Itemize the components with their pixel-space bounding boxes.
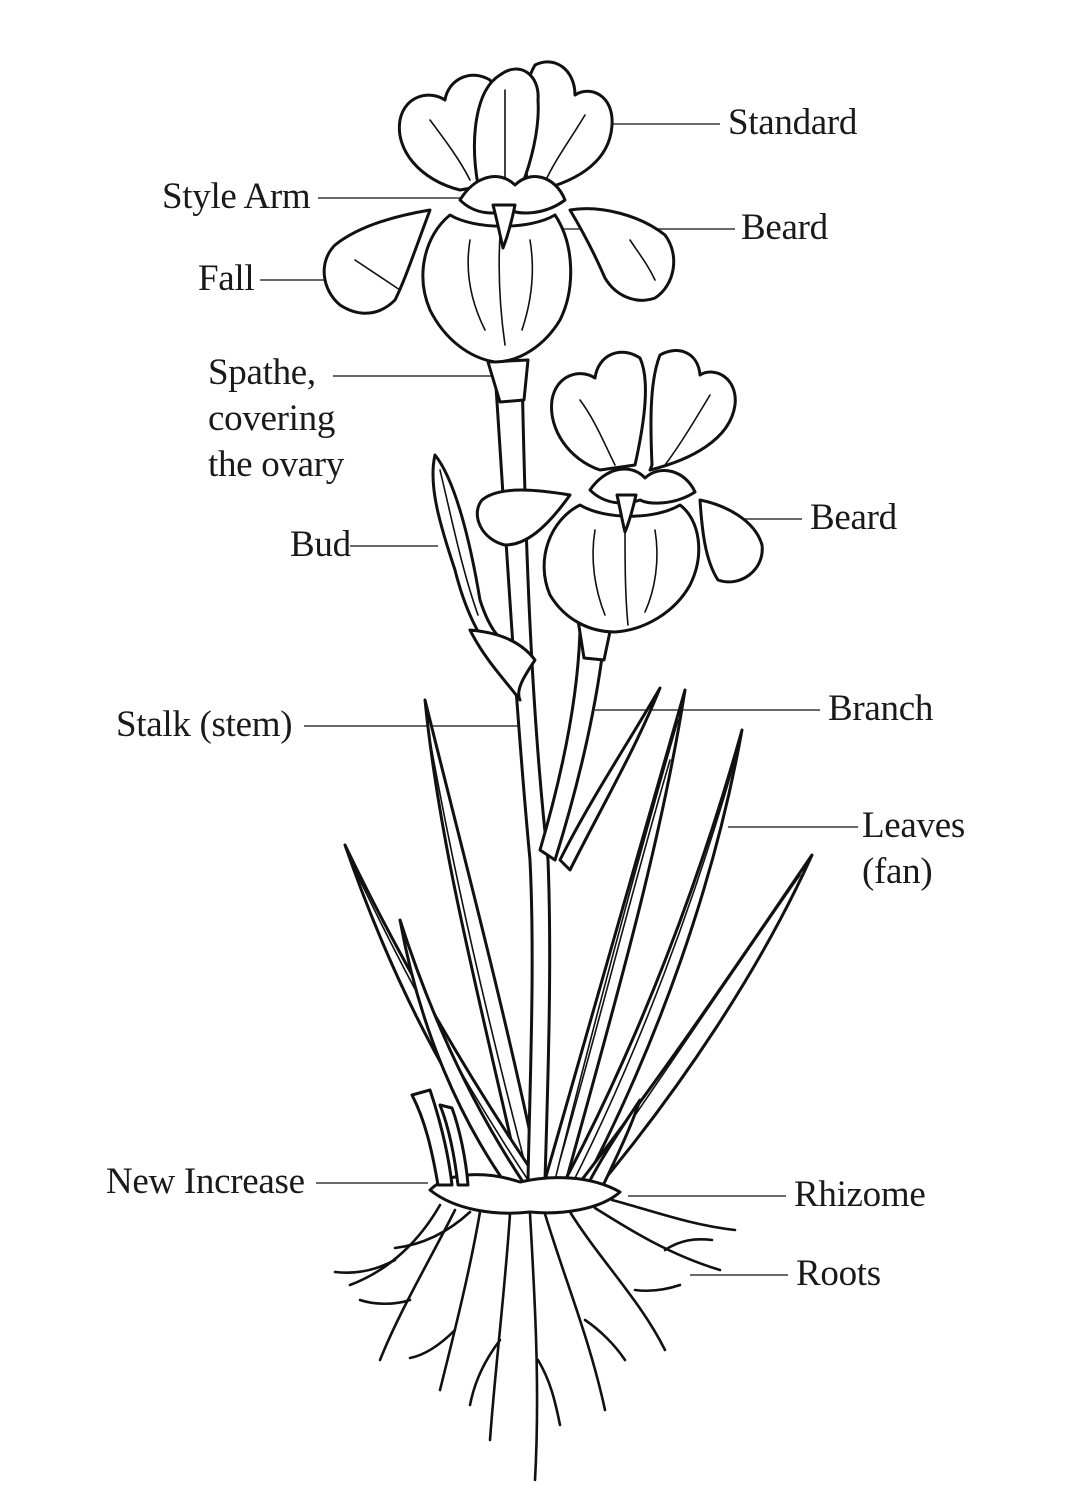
label-style-arm: Style Arm xyxy=(162,176,311,217)
label-fall: Fall xyxy=(198,258,255,299)
branch xyxy=(538,628,607,862)
label-stalk: Stalk (stem) xyxy=(116,704,293,745)
spathe xyxy=(486,358,530,404)
lower-iris-flower xyxy=(475,349,764,634)
label-leaves: Leaves (fan) xyxy=(862,803,965,895)
upper-standard-center xyxy=(473,67,540,187)
label-new-increase: New Increase xyxy=(106,1161,305,1202)
lower-style-arm xyxy=(588,467,697,505)
rhizome-body xyxy=(428,1173,622,1215)
label-leaves-line2: (fan) xyxy=(862,851,933,892)
label-spathe-line2: covering xyxy=(208,398,336,439)
bud-body xyxy=(431,453,512,657)
label-bud: Bud xyxy=(290,524,351,565)
label-leaves-line1: Leaves xyxy=(862,805,965,846)
label-branch: Branch xyxy=(828,688,934,729)
upper-fall-left xyxy=(322,208,432,315)
roots xyxy=(333,1198,737,1482)
upper-beard xyxy=(491,203,517,250)
lower-standard-left xyxy=(550,350,647,472)
upper-iris-flower xyxy=(322,60,676,364)
label-rhizome: Rhizome xyxy=(794,1174,926,1215)
lower-fall-center xyxy=(542,503,701,634)
bud-sheath xyxy=(468,628,537,702)
rhizome xyxy=(410,1088,622,1215)
new-increase-shoot xyxy=(410,1088,454,1187)
label-spathe: Spathe, covering the ovary xyxy=(208,350,344,488)
upper-fall-center xyxy=(421,213,573,364)
label-roots: Roots xyxy=(796,1253,881,1294)
flower-bud xyxy=(431,453,537,702)
lower-fall-left xyxy=(475,488,572,547)
lower-beard xyxy=(615,493,638,534)
leaves-fan xyxy=(343,686,814,1199)
upper-fall-right xyxy=(568,207,676,302)
lower-standard-right xyxy=(648,349,737,472)
lower-fall-right xyxy=(698,498,764,584)
label-standard: Standard xyxy=(728,102,858,143)
leaf-7 xyxy=(558,686,662,872)
label-spathe-line3: the ovary xyxy=(208,444,344,485)
label-spathe-line1: Spathe, xyxy=(208,352,316,393)
label-beard-upper: Beard xyxy=(741,207,828,248)
label-beard-lower: Beard xyxy=(810,497,897,538)
